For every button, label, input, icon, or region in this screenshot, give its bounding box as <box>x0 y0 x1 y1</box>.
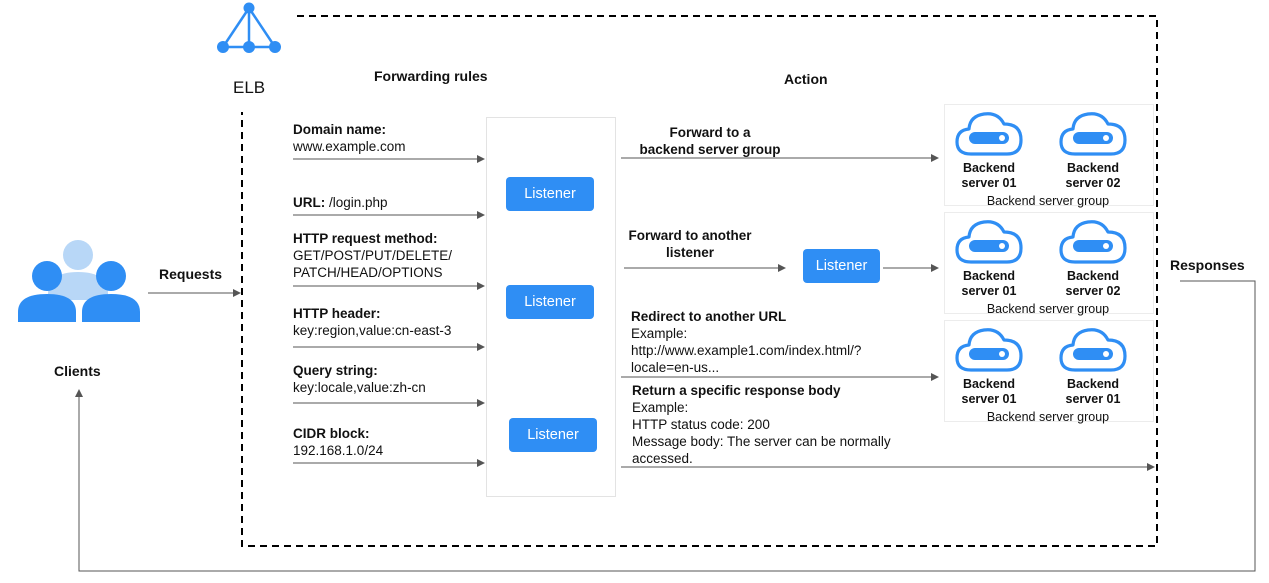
action-detail: accessed. <box>632 451 693 466</box>
rule-title: Query string: <box>293 363 378 378</box>
action-detail: locale=en-us... <box>631 360 720 375</box>
server-cloud-icon <box>955 328 1023 372</box>
action-title: Forward to another <box>628 228 752 243</box>
elb-boundary <box>241 15 1158 547</box>
backend-server-label-line: Backend <box>962 161 1016 175</box>
action-title: listener <box>665 245 715 260</box>
rule-http-header: HTTP header: key:region,value:cn-east-3 <box>293 305 451 339</box>
listener-box-2: Listener <box>506 285 594 319</box>
rule-title: CIDR block: <box>293 426 370 441</box>
action-title: backend server group <box>639 142 781 157</box>
backend-server-label-line: Backend <box>1066 377 1120 391</box>
action-header: Action <box>784 71 828 87</box>
rule-query-string: Query string: key:locale,value:zh-cn <box>293 362 426 396</box>
action-return-response: Return a specific response body Example:… <box>632 382 891 467</box>
backend-server-label-line: server 01 <box>961 284 1017 298</box>
elb-label: ELB <box>233 78 266 97</box>
rule-url: URL: /login.php <box>293 194 388 211</box>
listener-box-secondary: Listener <box>803 249 880 283</box>
server-cloud-icon <box>1059 328 1127 372</box>
action-detail: Example: <box>631 326 688 341</box>
backend-server-label-line: Backend <box>1066 269 1120 283</box>
backend-server-group-label: Backend server group <box>986 194 1110 208</box>
backend-server-label-line: server 01 <box>961 176 1017 190</box>
requests-label: Requests <box>159 266 223 282</box>
listener-box-1: Listener <box>506 177 594 211</box>
action-title: Forward to a <box>669 125 751 140</box>
rule-value: key:locale,value:zh-cn <box>293 380 426 395</box>
action-forward-listener: Forward to another listener <box>620 227 760 261</box>
backend-server-label-line: Backend <box>1066 161 1120 175</box>
action-title: Redirect to another URL <box>631 309 787 324</box>
rule-title: HTTP header: <box>293 306 381 321</box>
clients-label: Clients <box>54 363 101 379</box>
backend-server-label-line: Backend <box>962 377 1016 391</box>
backend-server-group-label: Backend server group <box>986 302 1110 316</box>
rule-value: www.example.com <box>293 139 406 154</box>
backend-server-label-line: server 02 <box>1065 176 1121 190</box>
action-detail: Message body: The server can be normally <box>632 434 891 449</box>
backend-server-label-line: server 01 <box>961 392 1017 406</box>
action-redirect: Redirect to another URL Example: http://… <box>631 308 861 376</box>
elb-icon <box>217 2 281 53</box>
action-detail: http://www.example1.com/index.html/? <box>631 343 862 358</box>
rule-value: key:region,value:cn-east-3 <box>293 323 452 338</box>
rule-http-method: HTTP request method: GET/POST/PUT/DELETE… <box>293 230 452 281</box>
responses-loop <box>75 280 1256 572</box>
rule-value: GET/POST/PUT/DELETE/ <box>293 248 453 263</box>
server-cloud-icon <box>1059 220 1127 264</box>
server-cloud-icon <box>955 220 1023 264</box>
backend-server-label-line: Backend <box>962 269 1016 283</box>
backend-server-group <box>944 212 1154 314</box>
users-icon <box>18 240 140 322</box>
backend-server-group-label: Backend server group <box>986 410 1110 424</box>
action-forward-group: Forward to a backend server group <box>620 124 800 158</box>
server-cloud-icon <box>955 112 1023 156</box>
listener-box-3: Listener <box>509 418 597 452</box>
rule-title: Domain name: <box>293 122 387 137</box>
rule-domain-name: Domain name: www.example.com <box>293 121 406 155</box>
action-detail: HTTP status code: 200 <box>632 417 770 432</box>
backend-server-label-line: server 02 <box>1065 284 1121 298</box>
responses-label: Responses <box>1170 257 1245 273</box>
rule-cidr-block: CIDR block: 192.168.1.0/24 <box>293 425 383 459</box>
rule-title: HTTP request method: <box>293 231 438 246</box>
forwarding-rules-header: Forwarding rules <box>374 68 488 84</box>
action-title: Return a specific response body <box>632 383 841 398</box>
rule-value: 192.168.1.0/24 <box>293 443 384 458</box>
rule-value: PATCH/HEAD/OPTIONS <box>293 265 443 280</box>
rule-title: URL: <box>293 195 326 210</box>
server-cloud-icon <box>1059 112 1127 156</box>
rule-value: /login.php <box>325 195 388 210</box>
backend-server-label-line: server 01 <box>1065 392 1121 406</box>
action-detail: Example: <box>632 400 689 415</box>
